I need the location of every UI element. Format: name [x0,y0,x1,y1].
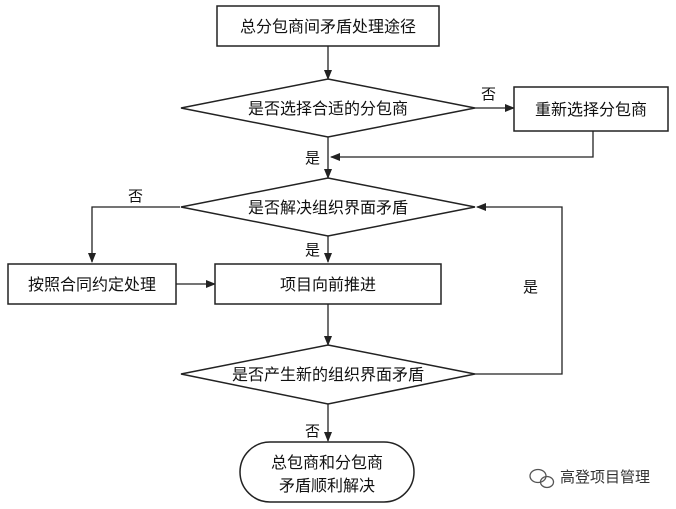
end-label-line2: 矛盾顺利解决 [279,476,375,495]
end-label-line1: 总包商和分包商 [271,453,383,472]
contract-box [7,263,177,305]
reselect-box [513,86,669,132]
select-no-label: 否 [481,85,496,103]
select-decision [180,78,476,138]
start-box [216,5,440,47]
wechat-icon [529,468,555,489]
resolve-decision-label: 是否解决组织界面矛盾 [248,198,408,217]
resolve-yes-label: 是 [305,241,320,259]
new-conflict-decision-label: 是否产生新的组织界面矛盾 [232,365,424,384]
advance-box [214,263,442,305]
end-terminal [239,441,415,503]
advance-label: 项目向前推进 [280,275,376,294]
watermark-text: 高登项目管理 [560,468,650,486]
reselect-label: 重新选择分包商 [535,100,647,119]
resolve-no-label: 否 [128,187,143,205]
contract-label: 按照合同约定处理 [28,275,156,294]
edge-reselect-back [330,131,594,161]
watermark: 高登项目管理 [529,468,650,489]
new-no-label: 否 [305,422,320,440]
new-conflict-decision [180,344,476,405]
edge-resolve-no [88,206,180,263]
start-label: 总分包商间矛盾处理途径 [240,17,416,36]
edge-new-yes-loop [475,203,563,375]
new-yes-label: 是 [523,278,538,296]
select-decision-label: 是否选择合适的分包商 [248,99,408,118]
select-yes-label: 是 [305,149,320,167]
resolve-decision [180,177,476,237]
